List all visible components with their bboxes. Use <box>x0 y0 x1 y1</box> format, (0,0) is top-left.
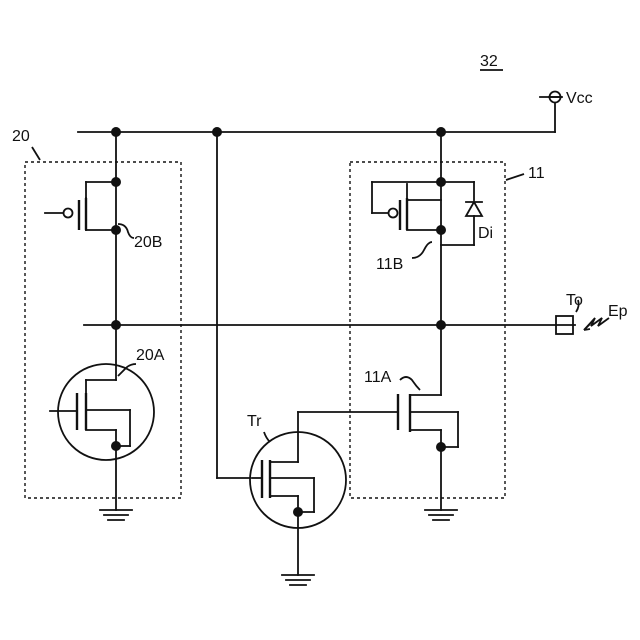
junction-dot <box>111 177 121 187</box>
tr-11A-leader <box>400 377 420 390</box>
junction-dot <box>436 127 446 137</box>
junction-dot <box>111 441 121 451</box>
block-11-leader <box>506 174 524 180</box>
external-signal-arrowhead-icon <box>584 324 590 330</box>
tr-11B-label: 11B <box>376 256 403 273</box>
junction-dot <box>436 320 446 330</box>
block-11-label: 11 <box>528 165 545 182</box>
tr-20B-gate-bubble-icon <box>64 209 73 218</box>
diode-Di: Di <box>441 182 493 245</box>
junction-dot <box>436 225 446 235</box>
ground-icon-3 <box>425 510 457 520</box>
tr-11B-gate-bubble-icon <box>389 209 398 218</box>
diode-label: Di <box>478 225 493 242</box>
output-terminal: To Ep <box>556 292 628 334</box>
transistor-20A: 20A <box>50 325 165 510</box>
junction-dot <box>436 442 446 452</box>
tr-20A-envelope <box>58 364 154 460</box>
ground-icon-1 <box>100 510 132 520</box>
vcc-supply: Vcc <box>78 90 593 132</box>
diode-icon <box>466 202 482 216</box>
junction-dot <box>111 320 121 330</box>
transistor-20B: 20B <box>45 182 162 325</box>
ground-icon-2 <box>282 575 314 585</box>
tr-20A-label: 20A <box>136 347 165 364</box>
junction-dot <box>111 225 121 235</box>
block-20-label: 20 <box>12 128 30 145</box>
transistor-11B: 11B <box>372 182 441 325</box>
terminal-label: To <box>566 292 583 309</box>
block-11: 11 11B Di <box>350 132 545 520</box>
transistor-Tr: Tr <box>247 412 398 575</box>
tr-20B-label: 20B <box>134 234 162 251</box>
tr-11B-leader <box>412 242 432 258</box>
block-20-leader <box>32 147 40 160</box>
tr-11A-label: 11A <box>364 369 392 386</box>
figure-ref-label: 32 <box>480 53 498 70</box>
junction-dot <box>212 127 222 137</box>
tr-Tr-label: Tr <box>247 413 262 430</box>
external-signal-zigzag-icon <box>584 318 609 330</box>
external-label: Ep <box>608 303 628 320</box>
transistor-11A: 11A <box>364 325 458 510</box>
tr-Tr-leader <box>264 432 270 442</box>
junction-dot <box>293 507 303 517</box>
vcc-label: Vcc <box>566 90 593 107</box>
junction-dot <box>111 127 121 137</box>
junction-dot <box>436 177 446 187</box>
